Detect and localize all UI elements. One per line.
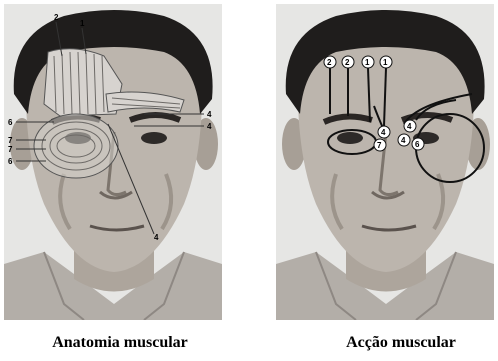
label-left-4: 7 (8, 136, 13, 145)
label-left-5: 7 (8, 145, 13, 154)
label-left-2: 1 (80, 19, 85, 28)
label-right-1: 2 (327, 58, 332, 67)
label-left-3: 6 (8, 118, 13, 127)
caption-action: Acção muscular (316, 334, 486, 352)
action-face-illustration: 2 2 1 1 4 7 4 4 6 (276, 4, 494, 320)
label-left-8: 4 (207, 122, 212, 131)
anatomy-face-illustration: 2 1 6 7 7 6 4 4 4 (4, 4, 222, 320)
action-figure: 2 2 1 1 4 7 4 4 6 (276, 4, 494, 320)
label-left-9: 4 (154, 233, 159, 242)
label-right-9: 6 (415, 140, 420, 149)
label-right-6: 7 (377, 141, 382, 150)
label-right-3: 1 (365, 58, 370, 67)
label-left-6: 6 (8, 157, 13, 166)
label-right-8: 4 (401, 136, 406, 145)
caption-anatomy: Anatomia muscular (20, 334, 220, 352)
label-left-7: 4 (207, 110, 212, 119)
label-left-1: 2 (54, 13, 59, 22)
label-right-4: 1 (383, 58, 388, 67)
anatomy-figure: 2 1 6 7 7 6 4 4 4 (4, 4, 222, 320)
label-right-5: 4 (381, 128, 386, 137)
label-right-7: 4 (407, 122, 412, 131)
label-right-2: 2 (345, 58, 350, 67)
